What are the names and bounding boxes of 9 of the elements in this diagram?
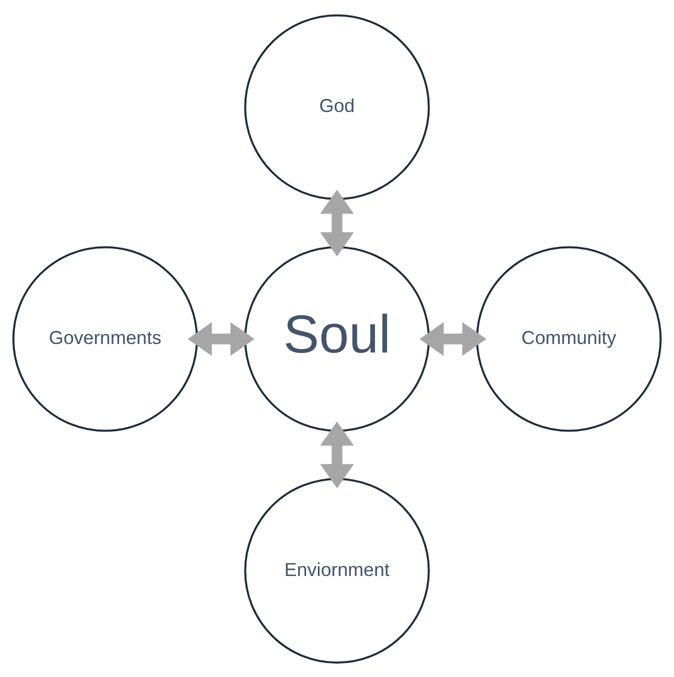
node-circle: Governments [12, 246, 198, 432]
node-circle: Community [476, 246, 662, 432]
node-circle: Enviornment [244, 478, 430, 664]
arrow [420, 322, 486, 356]
node-circle: Soul [244, 246, 430, 432]
arrow [320, 189, 354, 256]
arrow [188, 322, 255, 356]
arrow [320, 421, 354, 488]
node-circle: God [244, 14, 430, 200]
